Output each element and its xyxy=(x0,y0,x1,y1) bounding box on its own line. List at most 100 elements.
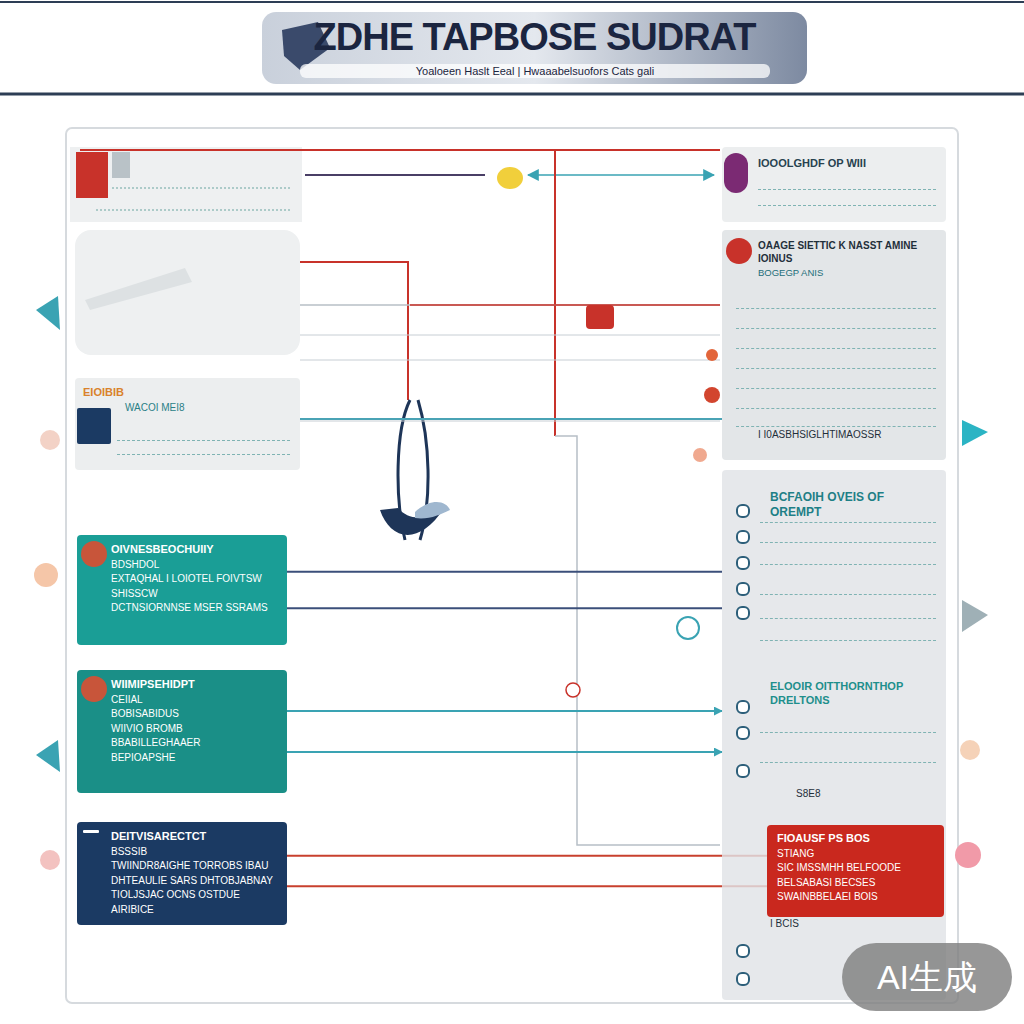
watermark: AI生成 xyxy=(842,943,1012,1011)
node-text: TWIINDR8AIGHE TORROBS IBAU xyxy=(111,860,279,873)
text-rule xyxy=(760,732,936,733)
node-text: SHISSCW xyxy=(111,588,279,601)
list-dot xyxy=(736,582,750,596)
node-text: TIOLJSJAC OCNS OSTDUE xyxy=(111,889,279,902)
node-text: BSSSIB xyxy=(111,846,279,859)
top-rule xyxy=(0,1,1024,3)
edge-blob xyxy=(34,563,58,587)
edge-blob xyxy=(960,740,980,760)
node-heading: OIVNESBEOCHUIIY xyxy=(111,543,279,557)
red-vertical xyxy=(554,150,556,436)
node-icon xyxy=(81,541,107,567)
edge-blob xyxy=(704,387,720,403)
text-rule xyxy=(760,762,936,763)
node-text: EXTAQHAL I LOIOTEL FOIVTSW xyxy=(111,573,279,586)
link-badge xyxy=(566,683,580,697)
node-text: BOGEGP ANIS xyxy=(758,267,938,279)
edge-blob xyxy=(40,430,60,450)
process-box: WIIMIPSEHIDPTCEIIALBOBISABIDUSWIIVIO BRO… xyxy=(77,670,287,793)
text-rule xyxy=(760,522,936,523)
text-rule xyxy=(758,189,936,190)
info-panel: BCFAOIH OVEIS OF OREMPTELOOIR OITTHORNTH… xyxy=(722,470,946,1000)
node-heading: BCFAOIH OVEIS OF OREMPT xyxy=(770,490,938,520)
grey-rule xyxy=(300,360,720,361)
node-text: WACOI MEI8 xyxy=(125,402,292,415)
text-rule xyxy=(117,454,290,455)
list-dot xyxy=(736,530,750,544)
node-text: BELSABASI BECSES xyxy=(777,877,936,890)
node-icon xyxy=(726,238,752,264)
grey-rule xyxy=(300,335,720,336)
node-heading: IOOOLGHDF OP WIII xyxy=(758,157,938,171)
header-rule xyxy=(0,93,1024,96)
text-rule xyxy=(760,564,936,565)
text-rule xyxy=(736,368,936,369)
process-box: EIOIBIBWACOI MEI8 xyxy=(75,378,300,470)
list-dot xyxy=(736,556,750,570)
node-text: DCTNSIORNNSE MSER SSRAMS xyxy=(111,602,279,615)
info-panel: IOOOLGHDF OP WIII xyxy=(722,147,946,222)
text-rule xyxy=(117,440,290,441)
node-heading: FIOAUSF PS BOS xyxy=(777,832,936,846)
subtitle: Yoaloeen Haslt Eeal | Hwaaabelsuofors Ca… xyxy=(300,64,770,78)
node-text: BDSHDOL xyxy=(111,559,279,572)
node-icon xyxy=(77,408,111,444)
strip-icon xyxy=(76,152,108,198)
connector-line xyxy=(300,418,722,420)
diagram-title: ZDHE TAPBOSE SUDRAT xyxy=(262,16,807,59)
edge-tab xyxy=(962,420,988,446)
node-text: DHTEAULIE SARS DHTOBJABNAY xyxy=(111,875,279,888)
strip-text-rule xyxy=(112,188,290,189)
anchor-wing xyxy=(415,502,450,518)
yellow-dot xyxy=(497,167,523,189)
connector-line xyxy=(287,885,767,887)
alert-box: FIOAUSF PS BOS STIANGSIC IMSSMHH BELFOODE… xyxy=(767,825,944,917)
edge-tab xyxy=(962,600,988,632)
list-dot xyxy=(736,504,750,518)
node-icon xyxy=(724,153,748,193)
node-text: I I0ASBHSIGLHTIMAOSSR xyxy=(758,429,938,442)
red-square xyxy=(586,305,614,329)
card-sketch xyxy=(85,268,192,310)
node-text: AIRIBICE xyxy=(111,904,279,917)
connector-line xyxy=(287,855,767,857)
text-rule xyxy=(736,388,936,389)
node-text: S8E8 xyxy=(796,788,938,801)
node-text: SIC IMSSMHH BELFOODE xyxy=(777,862,936,875)
text-rule xyxy=(736,408,936,409)
node-heading: DEITVISARECTCT xyxy=(111,830,279,844)
text-rule xyxy=(736,426,936,427)
grey-trunk xyxy=(555,436,720,845)
left-blank-card xyxy=(75,230,300,355)
link-badge xyxy=(677,617,699,639)
text-rule xyxy=(760,594,936,595)
top-left-strip xyxy=(70,147,302,222)
red-branch xyxy=(300,262,408,400)
title-banner xyxy=(262,12,807,84)
main-frame xyxy=(66,128,958,1003)
edge-blob xyxy=(706,349,718,361)
text-rule xyxy=(760,640,936,641)
list-dot xyxy=(736,726,750,740)
node-text: WIIVIO BROMB xyxy=(111,723,279,736)
node-heading: WIIMIPSEHIDPT xyxy=(111,678,279,692)
info-panel: OAAGE SIETTIC K NASST AMINE IOINUSBOGEGP… xyxy=(722,230,946,460)
red-rule xyxy=(410,304,720,306)
list-dot xyxy=(736,700,750,714)
node-icon xyxy=(83,830,99,833)
list-dot xyxy=(736,972,750,986)
strip-tag xyxy=(112,152,130,178)
node-text: BBABILLEGHAAER xyxy=(111,737,279,750)
edge-tab xyxy=(36,296,60,330)
edge-blob xyxy=(693,448,707,462)
node-text: CEIIAL xyxy=(111,694,279,707)
strip-link xyxy=(305,174,485,176)
connector-line xyxy=(287,710,722,712)
list-dot xyxy=(736,944,750,958)
red-top-line xyxy=(80,149,720,151)
node-text: STIANG xyxy=(777,848,936,861)
grey-rule xyxy=(300,421,720,422)
node-icon xyxy=(81,676,107,702)
grey-rule xyxy=(300,304,720,306)
connector-line xyxy=(287,571,722,573)
